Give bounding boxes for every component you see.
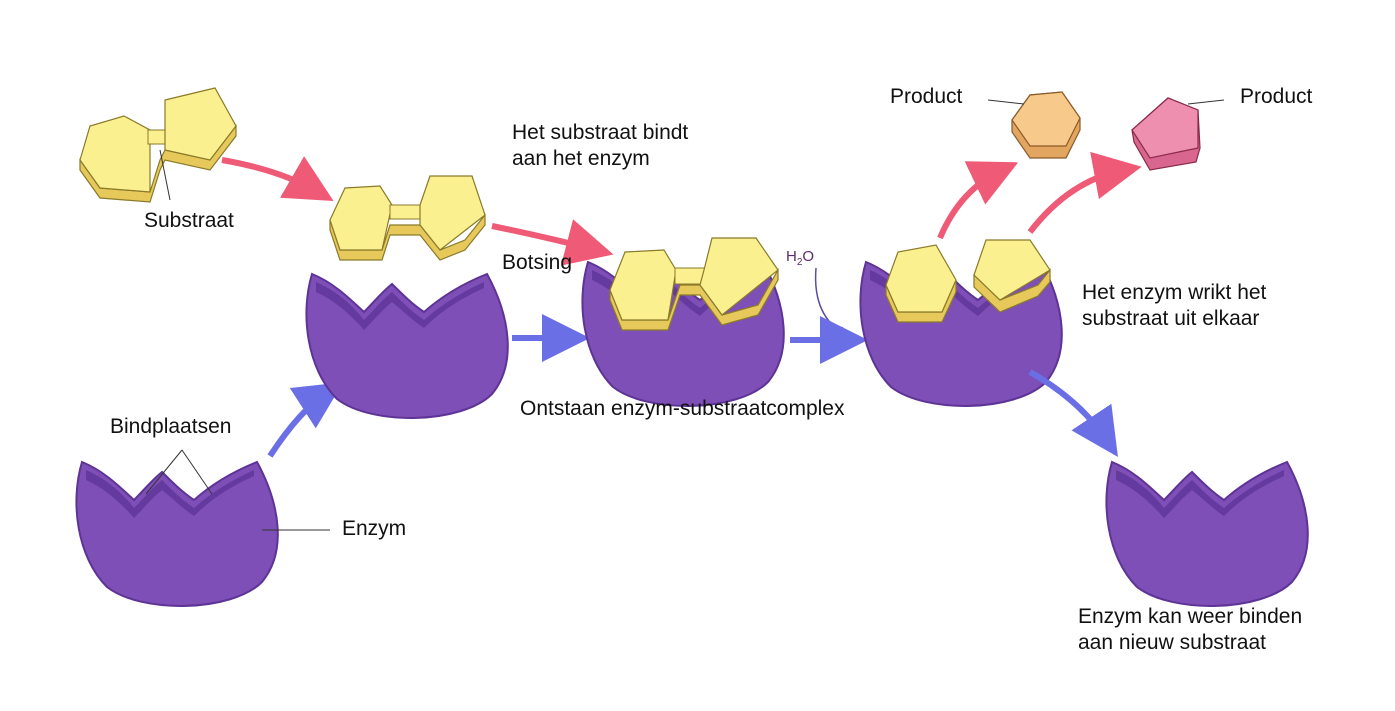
label-botsing: Botsing [502,251,573,274]
enzyme-substrate-complex [581,237,785,407]
substrate-approaching [329,175,486,261]
product-orange [1011,91,1081,159]
label-product-left: Product [890,85,963,108]
label-enzyme-reuse-line1: Enzym kan weer binden [1078,605,1303,628]
label-water: H2O [786,248,814,268]
bindplaatsen-pointer-right [181,449,213,495]
label-enzyme-pries-line1: Het enzym wrikt het [1082,281,1267,304]
product-right-pointer [1187,99,1225,105]
product-left-pointer [987,99,1025,105]
arrow-to-product-right [1027,151,1142,234]
arrow-substrate-to-collision [221,156,334,202]
arrow-to-product-left [937,161,1019,240]
label-enzyme-pries-line2: substraat uit elkaar [1082,307,1260,330]
label-enzyme-reuse: Enzym kan weer binden aan nieuw substraa… [1078,604,1302,656]
enzyme-splitting-substrate [859,239,1063,407]
label-substraat: Substraat [144,209,234,232]
label-substrate-binds-line2: aan het enzym [512,147,650,170]
label-enzyme-pries: Het enzym wrikt het substraat uit elkaar [1082,280,1266,332]
enzyme-approaching [305,273,509,419]
substrate-free [79,87,237,203]
arrow-collision-to-complex [491,219,614,266]
label-enzyme-reuse-line2: aan nieuw substraat [1078,631,1266,654]
label-complex: Ontstaan enzym-substraatcomplex [520,397,845,420]
water-arrow [814,267,851,338]
label-product-right: Product [1240,85,1313,108]
enzyme-recycled [1105,461,1309,607]
label-water-o: O [802,248,815,265]
enzyme-free [75,461,279,607]
label-water-h: H [786,248,797,265]
label-substrate-binds: Het substraat bindt aan het enzym [512,120,688,172]
substraat-pointer [159,149,171,201]
product-pink [1131,97,1201,171]
label-substrate-binds-line1: Het substraat bindt [512,121,689,144]
label-water-2: 2 [796,257,803,268]
arrow-enzyme-to-collision [267,382,344,458]
bindplaatsen-pointer-left [145,449,183,495]
arrow-to-recycled-enzyme [1028,369,1118,457]
label-bindplaatsen: Bindplaatsen [110,415,232,438]
label-enzym: Enzym [342,517,407,540]
